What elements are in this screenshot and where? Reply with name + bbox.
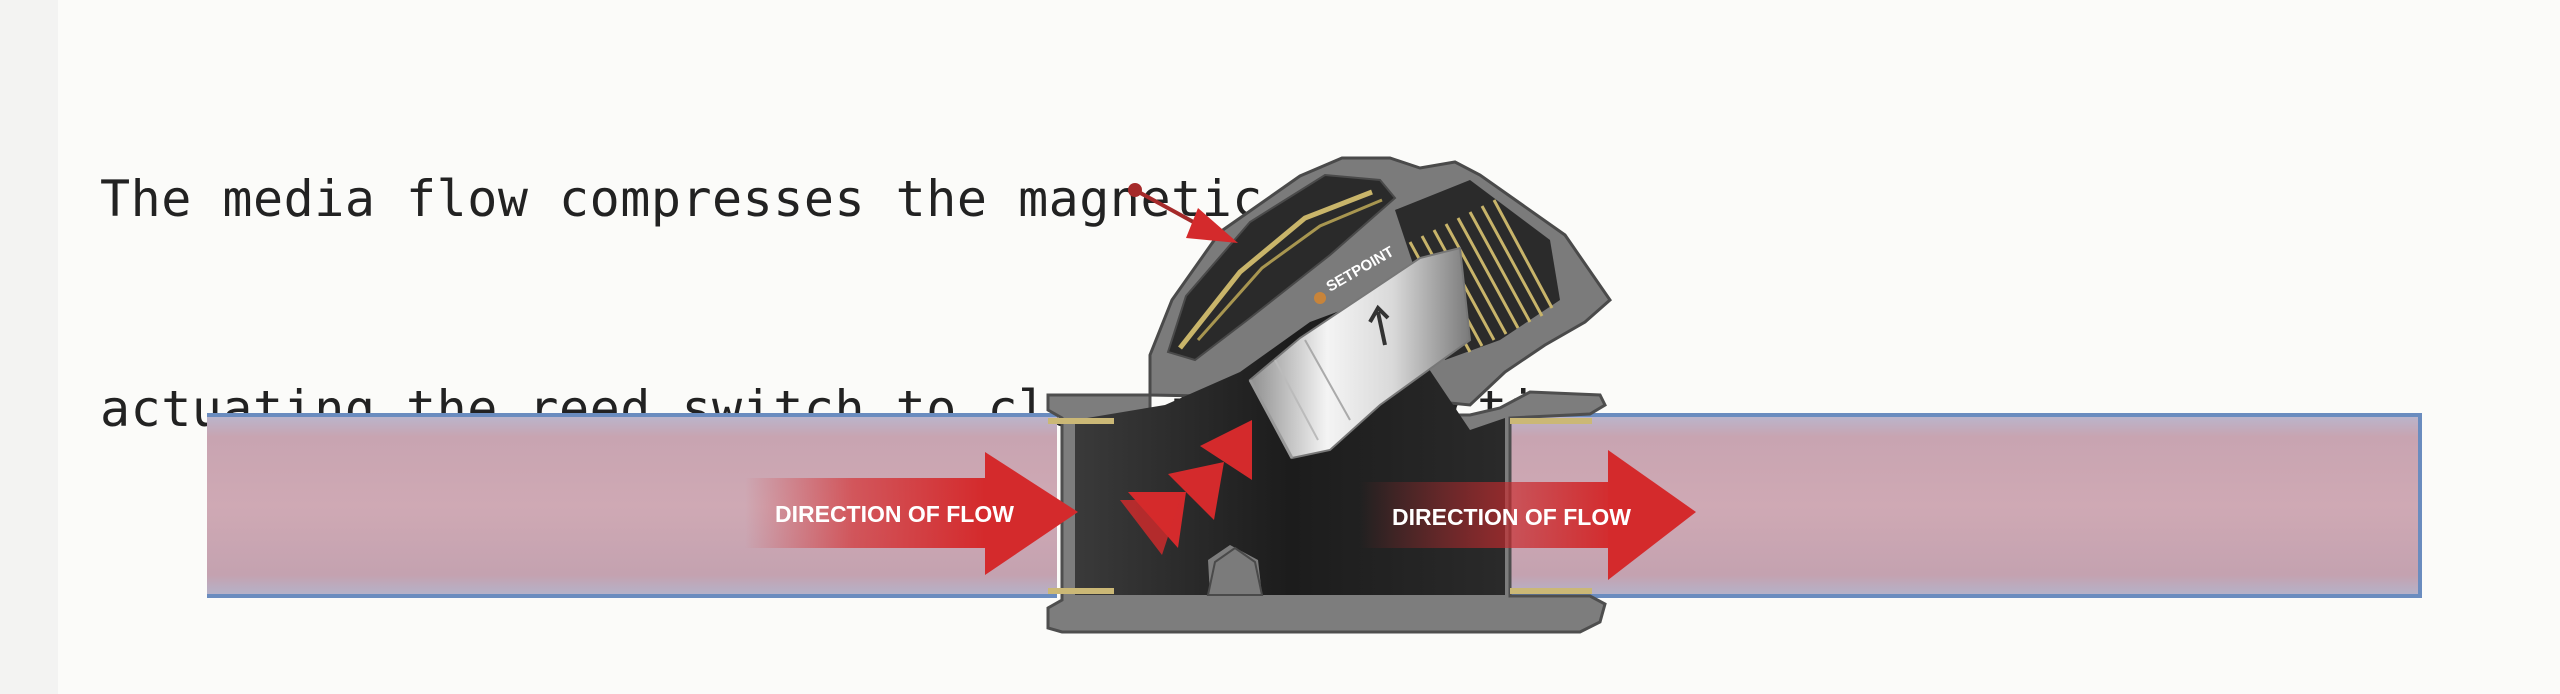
left-margin-strip [0, 0, 58, 694]
pipe-threads [1048, 418, 1592, 594]
piston-up-arrow-icon [1368, 304, 1390, 346]
right-flow-arrow: DIRECTION OF FLOW [1360, 450, 1696, 580]
left-flow-arrow: DIRECTION OF FLOW [745, 452, 1078, 575]
valve-seat [1206, 546, 1264, 596]
flow-label-left: DIRECTION OF FLOW [775, 501, 1014, 527]
internal-flow-arrows [1120, 420, 1252, 555]
reed-switch-icon [1178, 189, 1373, 350]
flow-label-right: DIRECTION OF FLOW [1392, 504, 1631, 530]
reed-switch-chamber [1166, 173, 1397, 362]
flow-arrow-icon [745, 478, 985, 548]
pointer-arrow-icon [1128, 183, 1238, 243]
brand-logo-icon [1314, 292, 1326, 304]
